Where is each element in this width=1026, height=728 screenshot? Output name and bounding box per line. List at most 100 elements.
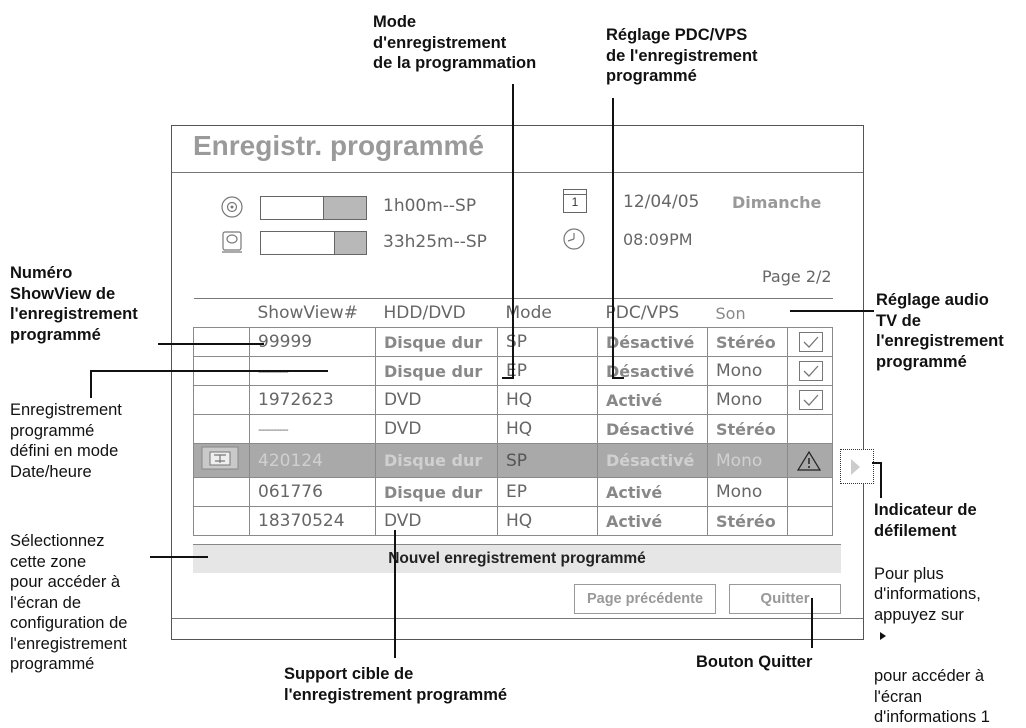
current-date: 12/04/05 [623,192,700,212]
row-status [787,477,833,507]
callout-pdc-vps: Réglage PDC/VPS de l'enregistrement prog… [606,26,758,85]
table-row[interactable]: ---------- DVD HQ Désactivé Stéréo [193,414,833,444]
leader-pdc-vertical [612,98,614,378]
leader-mode-horizontal [502,377,514,379]
callout-showview-number: Numéro ShowView de l'enregistrement prog… [10,264,138,344]
row-showview: 1972623 [249,385,376,415]
row-showview: 99999 [249,327,376,357]
row-icon-cell [193,385,250,415]
row-mode: EP [497,477,598,507]
row-icon-cell [193,506,250,536]
table-row[interactable]: 1972623 DVD HQ Activé Mono [193,385,833,415]
row-showview: 420124 [249,443,376,478]
page-indicator: Page 2/2 [762,267,832,286]
callout-recording-mode: Mode d'enregistrement de la programmatio… [373,13,537,72]
quit-button[interactable]: Quitter [729,584,841,614]
calendar-day: 1 [571,195,579,209]
dvd-remaining-time: 1h00m--SP [383,196,477,216]
row-status [787,356,833,386]
row-son: Stéréo [707,506,788,536]
row-media: Disque dur [375,327,498,357]
row-mode: HQ [497,385,598,415]
right-triangle-icon [880,632,886,640]
new-recording-button[interactable]: Nouvel enregistrement programmé [193,544,841,573]
leader-scroll-horizontal [872,462,882,464]
row-status [787,506,833,536]
scheduled-recording-dialog: Enregistr. programmé 1h00m--SP 33h25m--S… [171,125,874,640]
row-son: Mono [707,385,788,415]
row-son: Stéréo [707,414,788,444]
row-status [787,327,833,357]
header-showview: ShowView# [249,298,376,328]
title-divider [172,172,863,173]
leader-showview [158,343,264,345]
row-icon-cell [193,414,250,444]
disc-icon [221,196,243,218]
row-pdc-vps: Désactivé [597,356,708,386]
header-pdc-vps: PDC/VPS [597,298,708,328]
row-icon-cell [193,477,250,507]
bottom-divider [172,618,863,619]
leader-quit-button [811,598,813,648]
timer-record-icon [201,446,239,470]
callout-select-zone: Sélectionnez cette zone pour accéder à l… [10,532,128,673]
leader-mode-vertical [512,84,514,378]
row-icon-cell [193,443,250,478]
leader-pdc-horizontal [612,377,624,379]
previous-page-button[interactable]: Page précédente [574,584,716,614]
callout-tv-audio: Réglage audio TV de l'enregistrement pro… [876,291,1004,371]
header-mode: Mode [497,298,598,328]
header-icon-col [193,298,250,328]
row-showview: 18370524 [249,506,376,536]
row-pdc-vps: Désactivé [597,327,708,357]
scroll-indicator[interactable] [840,449,874,484]
callout-quit-button: Bouton Quitter [696,653,813,671]
row-son: Stéréo [707,327,788,357]
row-mode: SP [497,443,598,478]
row-icon-cell [193,327,250,357]
recordings-table: ShowView# HDD/DVD Mode PDC/VPS Son 99999… [193,298,833,536]
dvd-space-fill [323,197,366,219]
row-status [787,414,833,444]
callout-target-media: Support cible de l'enregistrement progra… [284,665,508,704]
row-status [787,385,833,415]
scroll-right-icon [851,459,860,475]
current-weekday: Dimanche [732,193,822,212]
table-row[interactable]: 18370524 DVD HQ Activé Stéréo [193,506,833,536]
callout-scroll-indicator: Indicateur de défilement [874,501,977,540]
leader-datetime-horizontal [90,370,328,372]
leader-target-media [394,530,396,658]
row-media: Disque dur [375,477,498,507]
header-media: HDD/DVD [375,298,498,328]
clock-icon [563,228,585,250]
header-son: Son [707,298,788,328]
leader-datetime-vertical [90,370,92,398]
row-pdc-vps: Désactivé [597,414,708,444]
table-row-selected[interactable]: 420124 Disque dur SP Désactivé Mono [193,443,833,478]
leader-scroll-vertical [880,462,882,498]
row-media: Disque dur [375,356,498,386]
hdd-remaining-time: 33h25m--SP [383,232,487,252]
row-pdc-vps: Désactivé [597,443,708,478]
row-pdc-vps: Activé [597,477,708,507]
table-row[interactable]: 061776 Disque dur EP Activé Mono [193,477,833,507]
current-time: 08:09PM [623,230,693,249]
row-status [787,443,833,478]
row-pdc-vps: Activé [597,385,708,415]
leader-select-zone [150,556,208,558]
row-son: Mono [707,477,788,507]
row-media: DVD [375,414,498,444]
hdd-space-fill [333,232,366,254]
check-icon [799,390,823,410]
callout-date-time-mode: Enregistrement programmé défini en mode … [10,401,122,481]
scroll-description-part-2: pour accéder à l'écran d'informations 1 [874,667,990,726]
callout-scroll-description: Pour plus d'informations, appuyez sur po… [874,543,990,728]
row-showview: 061776 [249,477,376,507]
table-header-row: ShowView# HDD/DVD Mode PDC/VPS Son [193,298,833,328]
row-mode: HQ [497,414,598,444]
row-media: DVD [375,385,498,415]
dvd-space-bar [260,196,367,220]
check-icon [799,361,823,381]
check-icon [799,332,823,352]
header-status [787,298,833,328]
